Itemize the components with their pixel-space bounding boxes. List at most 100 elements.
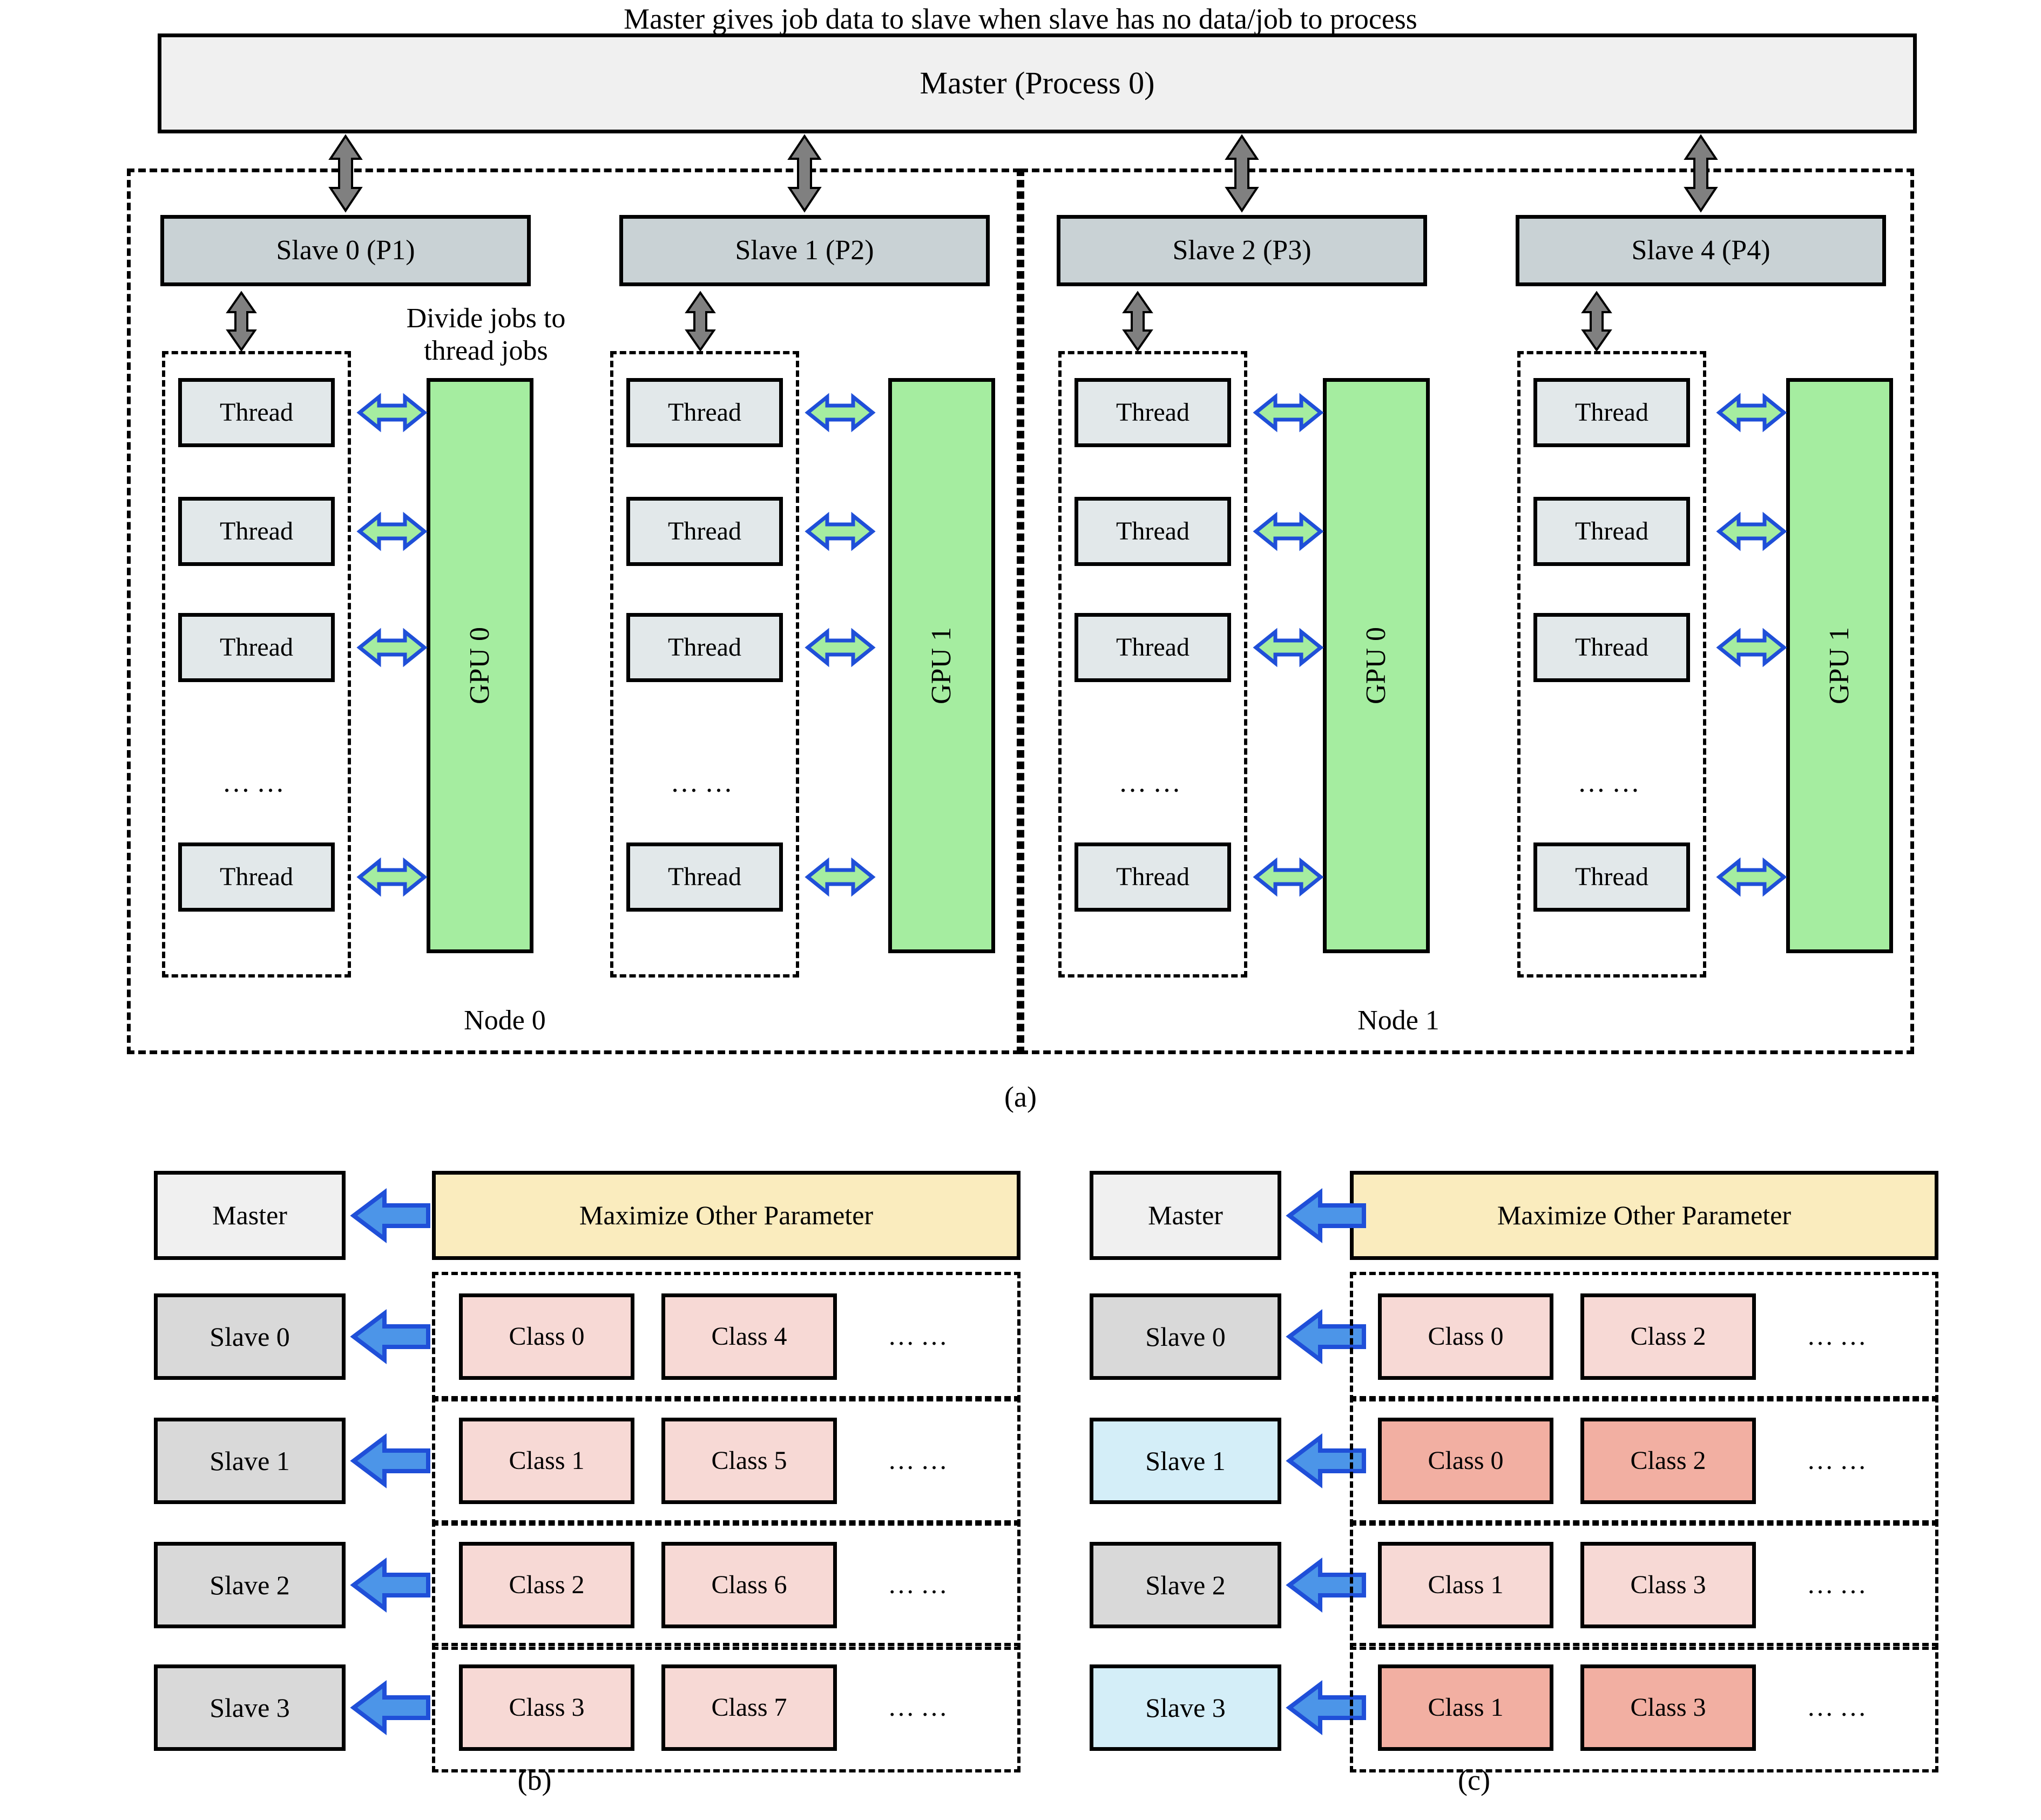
thread-box: Thread bbox=[1533, 613, 1690, 682]
gpu-box-0-label: GPU 0 bbox=[464, 626, 495, 705]
panel-c-class-label: Class 3 bbox=[1630, 1570, 1706, 1599]
divide-jobs-note: Divide jobs to thread jobs bbox=[346, 302, 626, 367]
panel-c-slave-arrow bbox=[1286, 1557, 1366, 1613]
gpu-box-0: GPU 0 bbox=[427, 378, 533, 953]
slave-box-3: Slave 4 (P4) bbox=[1516, 215, 1886, 286]
master-slave-arrow-2 bbox=[787, 134, 822, 213]
thread-box: Thread bbox=[626, 497, 783, 566]
panel-c-class-box: Class 3 bbox=[1580, 1542, 1756, 1628]
panel-c-class-label: Class 3 bbox=[1630, 1693, 1706, 1722]
thread-box-label: Thread bbox=[668, 632, 741, 662]
thread-box-label: Thread bbox=[1116, 397, 1190, 427]
node-1-boundary bbox=[1020, 168, 1914, 1054]
panel-c-maximize-param-label: Maximize Other Parameter bbox=[1497, 1200, 1792, 1231]
thread-group-3 bbox=[1517, 351, 1706, 978]
panel-c-class-ellipsis: …… bbox=[1807, 1445, 1873, 1475]
thread-gpu-arrow bbox=[1716, 628, 1787, 668]
thread-gpu-arrow bbox=[356, 511, 428, 551]
thread-box-label: Thread bbox=[1116, 632, 1190, 662]
thread-box: Thread bbox=[626, 378, 783, 447]
panel-c-class-box: Class 2 bbox=[1580, 1418, 1756, 1504]
slave-box-3-label: Slave 4 (P4) bbox=[1631, 234, 1770, 266]
panel-c-class-ellipsis: …… bbox=[1807, 1569, 1873, 1599]
slave-box-1: Slave 1 (P2) bbox=[619, 215, 990, 286]
thread-ellipsis: …… bbox=[222, 767, 291, 798]
thread-gpu-arrow bbox=[1716, 511, 1787, 551]
top-caption: Master gives job data to slave when slav… bbox=[624, 3, 1417, 35]
panel-c-class-label: Class 0 bbox=[1428, 1322, 1504, 1351]
slave-thread-arrow-2 bbox=[1122, 291, 1153, 352]
panel-c-class-label: Class 2 bbox=[1630, 1322, 1706, 1351]
panel-c-class-box: Class 1 bbox=[1378, 1664, 1553, 1751]
slave-box-2: Slave 2 (P3) bbox=[1057, 215, 1427, 286]
thread-box: Thread bbox=[1074, 378, 1231, 447]
panel-b-class-label: Class 0 bbox=[509, 1322, 585, 1351]
panel-b-class-label: Class 3 bbox=[509, 1693, 585, 1722]
panel-b-class-label: Class 6 bbox=[711, 1570, 787, 1599]
panel-b-class-label: Class 4 bbox=[711, 1322, 787, 1351]
panel-b-master-box: Master bbox=[154, 1171, 346, 1260]
thread-gpu-arrow bbox=[1253, 393, 1324, 433]
panel-c-class-group bbox=[1350, 1272, 1938, 1401]
master-slave-arrow-1 bbox=[328, 134, 363, 213]
panel-b-class-group bbox=[432, 1272, 1020, 1401]
panel-a-caption: (a) bbox=[1004, 1081, 1037, 1113]
thread-box: Thread bbox=[178, 842, 335, 912]
thread-box: Thread bbox=[1533, 378, 1690, 447]
panel-b-class-box: Class 5 bbox=[661, 1418, 837, 1504]
thread-box-label: Thread bbox=[220, 632, 293, 662]
thread-box: Thread bbox=[1074, 613, 1231, 682]
gpu-box-2: GPU 0 bbox=[1323, 378, 1430, 953]
panel-c-class-ellipsis: …… bbox=[1807, 1320, 1873, 1351]
panel-b-class-box: Class 3 bbox=[459, 1664, 634, 1751]
panel-c-class-box: Class 0 bbox=[1378, 1293, 1553, 1380]
panel-c-slave-arrow bbox=[1286, 1433, 1366, 1489]
panel-b-class-ellipsis: …… bbox=[888, 1445, 954, 1475]
panel-b-class-label: Class 1 bbox=[509, 1446, 585, 1475]
divide-jobs-note-line1: Divide jobs to bbox=[406, 303, 566, 334]
slave-thread-arrow-1 bbox=[685, 291, 716, 352]
thread-box-label: Thread bbox=[1575, 862, 1648, 891]
panel-b-class-ellipsis: …… bbox=[888, 1691, 954, 1722]
gpu-box-3: GPU 1 bbox=[1786, 378, 1893, 953]
gpu-box-2-label: GPU 0 bbox=[1360, 626, 1391, 705]
thread-gpu-arrow bbox=[805, 511, 876, 551]
thread-box-label: Thread bbox=[1575, 632, 1648, 662]
panel-c-slave-box: Slave 2 bbox=[1090, 1542, 1281, 1628]
gpu-box-1-label: GPU 1 bbox=[925, 626, 957, 705]
panel-b-slave-arrow bbox=[350, 1680, 430, 1736]
panel-c-slave-arrow bbox=[1286, 1309, 1366, 1365]
gpu-box-1: GPU 1 bbox=[888, 378, 995, 953]
panel-c-slave-box: Slave 1 bbox=[1090, 1418, 1281, 1504]
panel-c-class-box: Class 0 bbox=[1378, 1418, 1553, 1504]
panel-b-class-box: Class 0 bbox=[459, 1293, 634, 1380]
thread-box: Thread bbox=[1533, 842, 1690, 912]
panel-c-class-ellipsis: …… bbox=[1807, 1691, 1873, 1722]
thread-gpu-arrow bbox=[356, 857, 428, 897]
panel-b-class-box: Class 7 bbox=[661, 1664, 837, 1751]
thread-box-label: Thread bbox=[668, 397, 741, 427]
panel-c-master-arrow bbox=[1286, 1188, 1366, 1243]
thread-box-label: Thread bbox=[1575, 516, 1648, 545]
gpu-box-3-label: GPU 1 bbox=[1823, 626, 1855, 705]
panel-b-slave-arrow bbox=[350, 1433, 430, 1489]
panel-b-class-box: Class 1 bbox=[459, 1418, 634, 1504]
panel-b-class-box: Class 6 bbox=[661, 1542, 837, 1628]
panel-b-slave-box: Slave 3 bbox=[154, 1664, 346, 1751]
panel-c-class-group bbox=[1350, 1396, 1938, 1526]
panel-b-class-ellipsis: …… bbox=[888, 1569, 954, 1599]
master-slave-arrow-3 bbox=[1225, 134, 1259, 213]
panel-c-slave-box: Slave 3 bbox=[1090, 1664, 1281, 1751]
thread-gpu-arrow bbox=[805, 628, 876, 668]
panel-c-class-label: Class 2 bbox=[1630, 1446, 1706, 1475]
panel-c-class-group bbox=[1350, 1643, 1938, 1772]
node-0-boundary bbox=[127, 168, 1020, 1054]
thread-gpu-arrow bbox=[356, 628, 428, 668]
panel-b-caption: (b) bbox=[517, 1764, 552, 1796]
thread-group-2 bbox=[1058, 351, 1247, 978]
thread-ellipsis: …… bbox=[1118, 767, 1187, 798]
thread-box-label: Thread bbox=[1575, 397, 1648, 427]
thread-box: Thread bbox=[1074, 497, 1231, 566]
thread-box-label: Thread bbox=[220, 862, 293, 891]
